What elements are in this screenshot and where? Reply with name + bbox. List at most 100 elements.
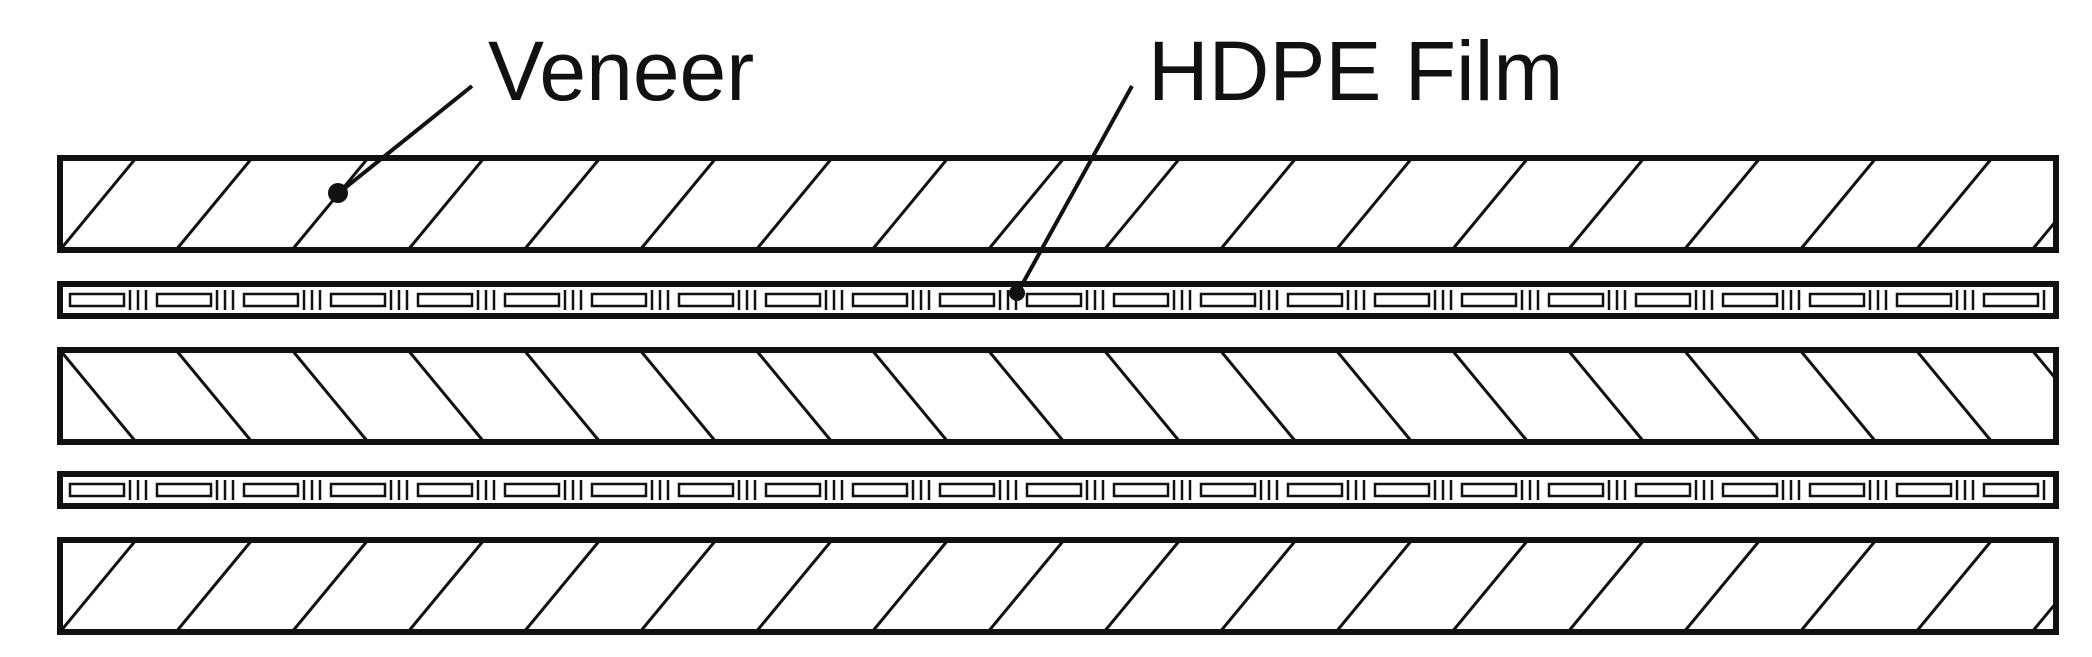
film-segment bbox=[1025, 482, 1083, 498]
hatch-line bbox=[1566, 158, 1646, 250]
hatch-line bbox=[1450, 540, 1530, 632]
film-segment bbox=[416, 482, 474, 498]
veneer-layer-2 bbox=[57, 347, 2059, 445]
hatch-line bbox=[0, 540, 20, 632]
film-segment bbox=[242, 482, 300, 498]
film-segment bbox=[1721, 292, 1779, 308]
hatch-line bbox=[1682, 158, 1762, 250]
film-segment bbox=[1808, 482, 1866, 498]
film-segment bbox=[938, 292, 996, 308]
film-segment bbox=[677, 292, 735, 308]
hdpe-film-leader-dot bbox=[1009, 285, 1025, 301]
film-segment bbox=[1982, 292, 2040, 308]
hatch-line bbox=[2030, 218, 2056, 250]
hatch-line bbox=[174, 350, 254, 442]
hatch-line bbox=[1334, 350, 1414, 442]
film-segment bbox=[1808, 292, 1866, 308]
veneer-layer-3 bbox=[0, 537, 2059, 635]
film-segment bbox=[155, 292, 213, 308]
film-segment bbox=[1199, 292, 1257, 308]
film-segment bbox=[1112, 292, 1170, 308]
hatch-line bbox=[986, 350, 1066, 442]
hatch-line bbox=[1798, 350, 1878, 442]
film-segment bbox=[764, 482, 822, 498]
film-segment bbox=[1025, 292, 1083, 308]
hatch-line bbox=[754, 158, 834, 250]
hatch-line bbox=[1682, 540, 1762, 632]
film-segment bbox=[851, 292, 909, 308]
hatch-line bbox=[522, 540, 602, 632]
hdpe-film-pattern-1 bbox=[68, 290, 2046, 310]
hdpe-film-pattern-2 bbox=[68, 480, 2046, 500]
hatch-line bbox=[1102, 158, 1182, 250]
film-segment bbox=[590, 292, 648, 308]
veneer-leader bbox=[328, 84, 474, 203]
hdpe-film-label: HDPE Film bbox=[1148, 24, 1563, 118]
hatch-line bbox=[754, 540, 834, 632]
hatch-line bbox=[174, 158, 254, 250]
hatch-line bbox=[2030, 600, 2056, 632]
hatch-line bbox=[1218, 540, 1298, 632]
hatch-line bbox=[1334, 158, 1414, 250]
hatch-line bbox=[1914, 158, 1994, 250]
hatch-line bbox=[1798, 158, 1878, 250]
hatch-line bbox=[638, 350, 718, 442]
hatch-line bbox=[1682, 350, 1762, 442]
hatch-line bbox=[1450, 350, 1530, 442]
veneer-hatch-lines-3 bbox=[0, 540, 2056, 632]
hdpe-film-layer-2-outline bbox=[57, 471, 2059, 509]
film-segment bbox=[1112, 482, 1170, 498]
hatch-line bbox=[1914, 540, 1994, 632]
film-segment bbox=[938, 482, 996, 498]
hatch-line bbox=[870, 158, 950, 250]
hatch-line bbox=[870, 540, 950, 632]
film-segment bbox=[590, 482, 648, 498]
film-segment bbox=[1634, 292, 1692, 308]
hdpe-film-layer-2 bbox=[57, 471, 2059, 509]
hatch-line bbox=[638, 158, 718, 250]
veneer-hatch-lines-2 bbox=[60, 350, 2056, 442]
hatch-line bbox=[406, 350, 486, 442]
hatch-line bbox=[1334, 540, 1414, 632]
hatch-line bbox=[0, 158, 20, 250]
film-segment bbox=[1547, 482, 1605, 498]
hatch-line bbox=[1566, 350, 1646, 442]
hatch-line bbox=[870, 350, 950, 442]
hatch-line bbox=[2030, 350, 2056, 382]
veneer-layer-1-outline bbox=[57, 155, 2059, 253]
film-segment bbox=[1895, 482, 1953, 498]
hatch-line bbox=[754, 350, 834, 442]
hatch-line bbox=[638, 540, 718, 632]
hatch-line bbox=[290, 540, 370, 632]
film-segment bbox=[677, 482, 735, 498]
film-segment bbox=[1286, 482, 1344, 498]
film-segment bbox=[155, 482, 213, 498]
veneer-layer-2-outline bbox=[57, 347, 2059, 445]
hdpe-film-leader bbox=[1009, 85, 1134, 301]
hatch-line bbox=[1102, 350, 1182, 442]
hatch-line bbox=[290, 350, 370, 442]
film-segment bbox=[1199, 482, 1257, 498]
film-segment bbox=[1547, 292, 1605, 308]
film-segment bbox=[503, 482, 561, 498]
hatch-line bbox=[1914, 350, 1994, 442]
hatch-line bbox=[986, 540, 1066, 632]
hdpe-film-layer-1 bbox=[57, 281, 2059, 319]
hatch-line bbox=[986, 158, 1066, 250]
veneer-layer-3-outline bbox=[57, 537, 2059, 635]
hdpe-film-leader-line bbox=[1016, 85, 1134, 293]
hatch-line bbox=[290, 158, 370, 250]
hatch-line bbox=[1450, 158, 1530, 250]
hatch-line bbox=[1102, 540, 1182, 632]
hatch-line bbox=[60, 158, 138, 250]
film-segment bbox=[1721, 482, 1779, 498]
hatch-line bbox=[1218, 158, 1298, 250]
hatch-line bbox=[1798, 540, 1878, 632]
hatch-line bbox=[1566, 540, 1646, 632]
veneer-label: Veneer bbox=[488, 24, 754, 118]
film-segment bbox=[416, 292, 474, 308]
film-segment bbox=[1895, 292, 1953, 308]
hatch-line bbox=[1218, 350, 1298, 442]
film-segment bbox=[1373, 482, 1431, 498]
